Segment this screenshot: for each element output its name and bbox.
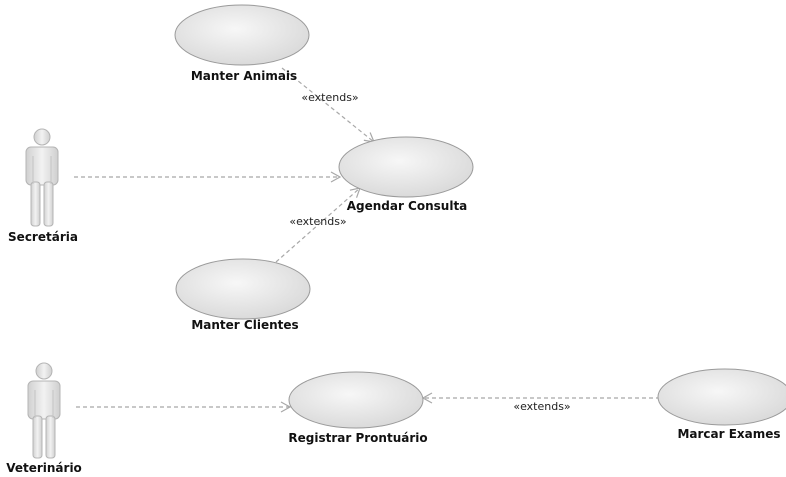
actor-veterinario-icon[interactable] [27, 362, 61, 459]
stereotype-extends-3: «extends» [513, 400, 571, 413]
extends-line-manter-clientes [275, 187, 361, 263]
use-case-manter-animais[interactable] [174, 4, 310, 66]
label-manter-clientes: Manter Clientes [191, 318, 299, 332]
stereotype-extends-2: «extends» [289, 215, 347, 228]
use-case-marcar-exames[interactable] [657, 368, 786, 426]
label-marcar-exames: Marcar Exames [677, 427, 781, 441]
label-actor-veterinario: Veterinário [6, 461, 82, 475]
label-manter-animais: Manter Animais [190, 69, 298, 83]
extends-line-manter-animais [281, 67, 375, 143]
use-case-agendar-consulta[interactable] [338, 136, 474, 198]
stereotype-extends-1: «extends» [301, 91, 359, 104]
actor-secretaria-icon[interactable] [25, 128, 59, 227]
use-case-registrar-prontuario[interactable] [288, 371, 424, 429]
label-actor-secretaria: Secretária [8, 230, 78, 244]
label-registrar-prontuario: Registrar Prontuário [288, 431, 428, 445]
use-case-manter-clientes[interactable] [175, 258, 311, 320]
label-agendar-consulta: Agendar Consulta [346, 199, 468, 213]
